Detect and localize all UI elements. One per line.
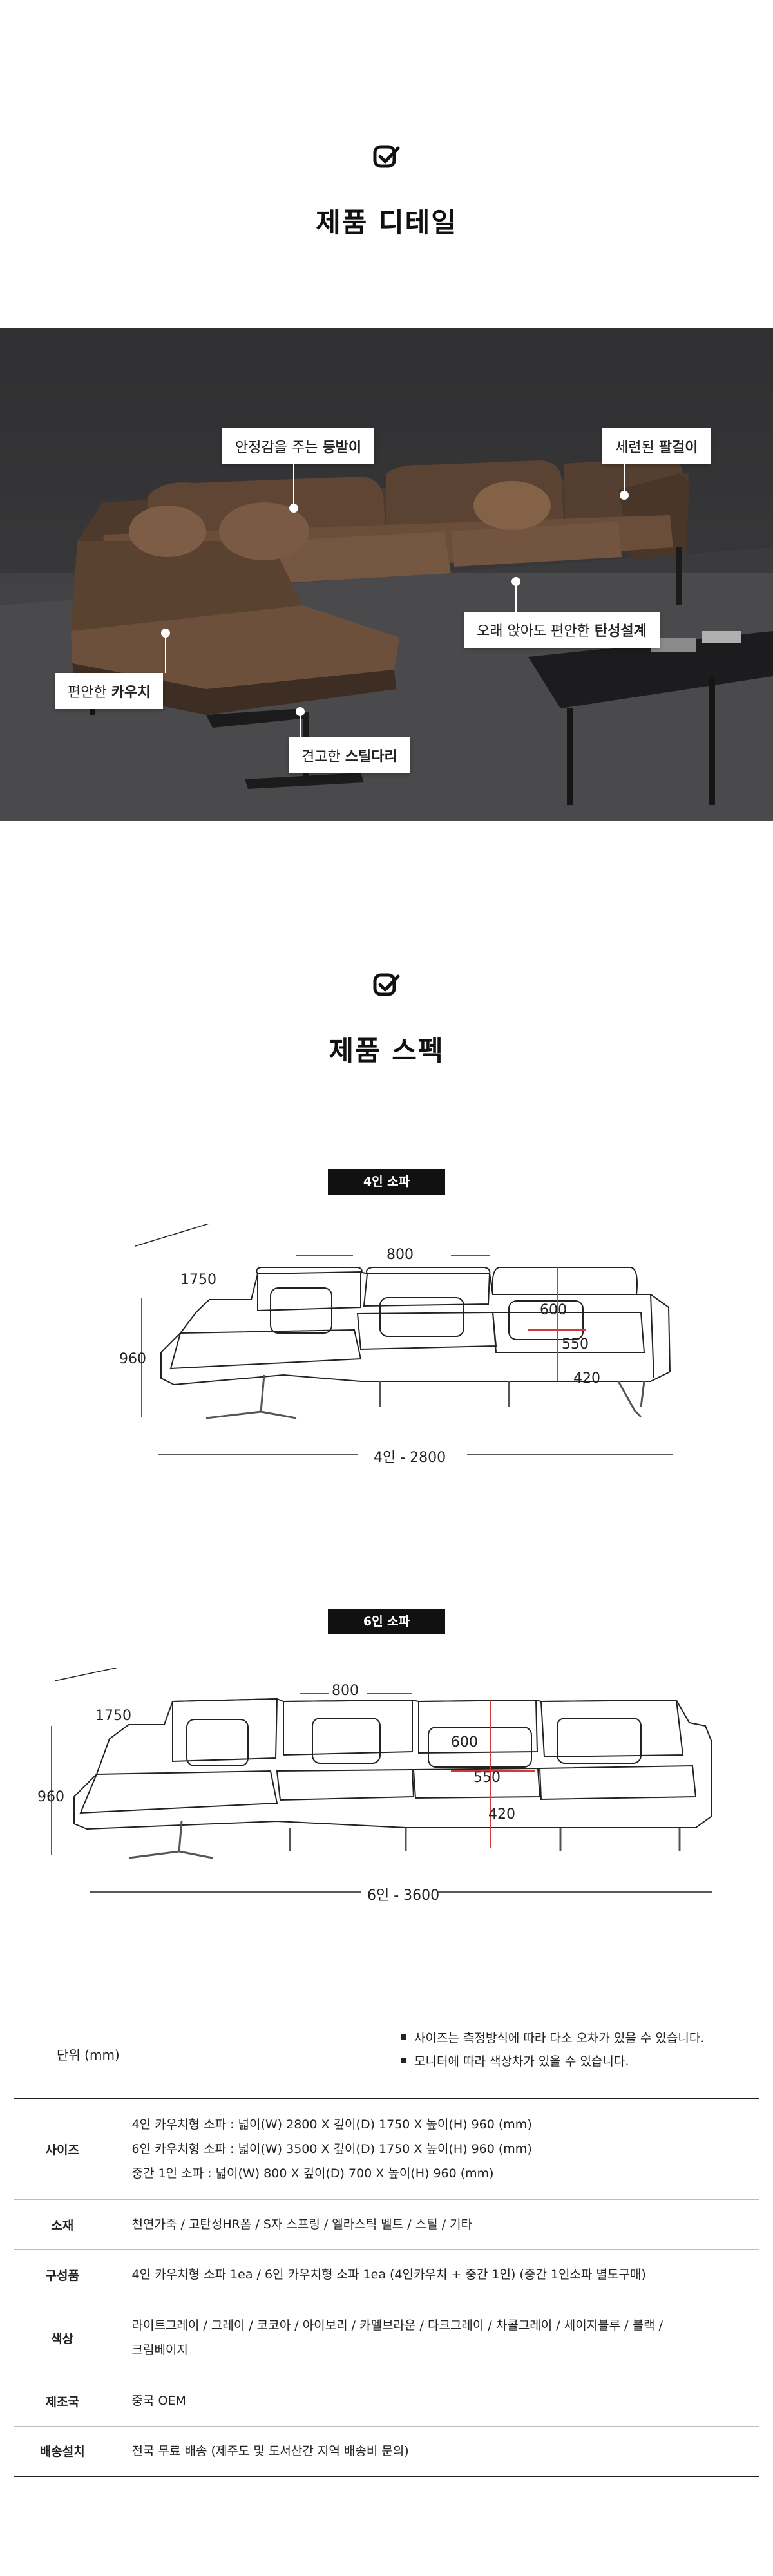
sofa4-back-height: 600	[540, 1302, 567, 1318]
sofa4-drawing	[135, 1224, 673, 1455]
sofa6-seat-height: 420	[488, 1806, 515, 1823]
sofa6-depth: 1750	[95, 1708, 131, 1724]
table-row: 구성품 4인 카우치형 소파 1ea / 6인 카우치형 소파 1ea (4인카…	[14, 2249, 759, 2300]
row-label-color: 색상	[14, 2300, 111, 2376]
row-label-material: 소재	[14, 2199, 111, 2250]
sofa6-width: 800	[332, 1683, 359, 1699]
row-label-components: 구성품	[14, 2249, 111, 2300]
table-row: 사이즈 4인 카우치형 소파 : 넓이(W) 2800 X 깊이(D) 1750…	[14, 2098, 759, 2200]
table-row: 색상 라이트그레이 / 그레이 / 코코아 / 아이보리 / 카멜브라운 / 다…	[14, 2300, 759, 2376]
row-value-color: 라이트그레이 / 그레이 / 코코아 / 아이보리 / 카멜브라운 / 다크그레…	[111, 2300, 759, 2376]
sofa4-seat-height: 420	[573, 1370, 600, 1387]
hotspot-arm	[620, 491, 629, 500]
check-badge-icon	[373, 973, 400, 996]
sofa4-width: 800	[386, 1247, 414, 1263]
row-value-material: 천연가죽 / 고탄성HR폼 / S자 스프링 / 엘라스틱 벨트 / 스틸 / …	[111, 2199, 759, 2250]
spec-table: 사이즈 4인 카우치형 소파 : 넓이(W) 2800 X 깊이(D) 1750…	[14, 2098, 759, 2477]
row-value-origin: 중국 OEM	[111, 2376, 759, 2427]
check-badge-icon	[373, 145, 400, 168]
hotspot-seat	[511, 577, 520, 586]
sofa6-drawing	[51, 1668, 712, 1893]
hotspot-couch	[161, 629, 170, 638]
sofa6-label: 6인 소파	[328, 1609, 445, 1634]
sofa4-depth: 1750	[180, 1272, 216, 1288]
callout-back: 안정감을 주는 등받이	[222, 428, 375, 464]
note-size-error: 사이즈는 측정방식에 따라 다소 오차가 있을 수 있습니다.	[401, 2029, 704, 2046]
hotspot-leg	[296, 707, 305, 716]
note-color-difference: 모니터에 따라 색상차가 있을 수 있습니다.	[401, 2052, 629, 2069]
callout-arm: 세련된 팔걸이	[602, 428, 711, 464]
row-value-delivery: 전국 무료 배송 (제주도 및 도서산간 지역 배송비 문의)	[111, 2426, 759, 2477]
callout-couch: 편안한 카우치	[55, 673, 164, 709]
sofa4-total: 4인 - 2800	[374, 1450, 446, 1466]
sofa4-seat-depth: 550	[562, 1336, 589, 1352]
row-label-delivery: 배송설치	[14, 2426, 111, 2477]
row-value-components: 4인 카우치형 소파 1ea / 6인 카우치형 소파 1ea (4인카우치 +…	[111, 2249, 759, 2300]
spec-title: 제품 스펙	[329, 1035, 444, 1066]
callout-leg: 견고한 스틸다리	[289, 737, 410, 773]
sofa6-seat-depth: 550	[473, 1770, 501, 1786]
sofa-photo: 안정감을 주는 등받이 세련된 팔걸이 오래 앉아도 편안한 탄성설계 편안한 …	[0, 328, 773, 821]
unit-label: 단위 (mm)	[57, 2047, 120, 2063]
hotspot-back	[289, 504, 298, 513]
sofa4-height: 960	[119, 1351, 146, 1367]
detail-title: 제품 디테일	[316, 207, 457, 238]
callout-seat: 오래 앉아도 편안한 탄성설계	[464, 612, 660, 648]
row-value-size: 4인 카우치형 소파 : 넓이(W) 2800 X 깊이(D) 1750 X 높…	[111, 2098, 759, 2200]
row-label-origin: 제조국	[14, 2376, 111, 2427]
sofa6-back-height: 600	[451, 1734, 478, 1750]
table-row: 배송설치 전국 무료 배송 (제주도 및 도서산간 지역 배송비 문의)	[14, 2426, 759, 2477]
table-row: 제조국 중국 OEM	[14, 2376, 759, 2427]
sofa4-label: 4인 소파	[328, 1169, 445, 1195]
row-label-size: 사이즈	[14, 2098, 111, 2200]
sofa6-height: 960	[37, 1789, 64, 1805]
table-row: 소재 천연가죽 / 고탄성HR폼 / S자 스프링 / 엘라스틱 벨트 / 스틸…	[14, 2199, 759, 2250]
sofa6-total: 6인 - 3600	[367, 1888, 440, 1904]
